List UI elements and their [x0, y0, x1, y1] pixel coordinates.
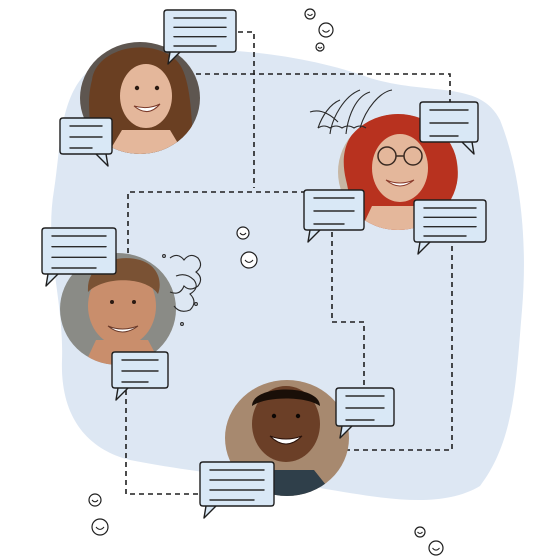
- face-icon: [88, 493, 102, 507]
- face-icon: [304, 8, 316, 20]
- face-icon: [318, 22, 334, 38]
- chat-bubble-icon: [413, 199, 487, 255]
- face-icon: [428, 540, 444, 556]
- coral-doodle-icon: [309, 89, 393, 135]
- face-icon: [236, 226, 250, 240]
- face-icon: [91, 518, 109, 536]
- chat-bubble-icon: [335, 387, 395, 439]
- chat-bubble-icon: [199, 461, 275, 519]
- chat-bubble-icon: [41, 227, 117, 287]
- chat-bubbles: [41, 9, 487, 519]
- connector-bottom: [125, 390, 206, 495]
- chat-bubble-icon: [303, 189, 365, 243]
- chat-bubble-icon: [419, 101, 479, 155]
- connector-right-long: [344, 246, 453, 451]
- avatar-man-smiling: [225, 380, 349, 496]
- chat-bubble-icon: [163, 9, 237, 65]
- connector-bubble-top: [238, 31, 255, 188]
- face-icon: [240, 251, 258, 269]
- connector-right-vertical: [331, 232, 365, 390]
- coral-doodle-icon: [162, 254, 202, 326]
- chat-bubble-icon: [59, 117, 113, 167]
- face-icon: [315, 42, 325, 52]
- face-icons: [88, 8, 444, 556]
- chat-bubble-icon: [111, 351, 169, 401]
- face-icon: [414, 526, 426, 538]
- connector-lines: [125, 31, 453, 495]
- connector-top: [196, 73, 451, 102]
